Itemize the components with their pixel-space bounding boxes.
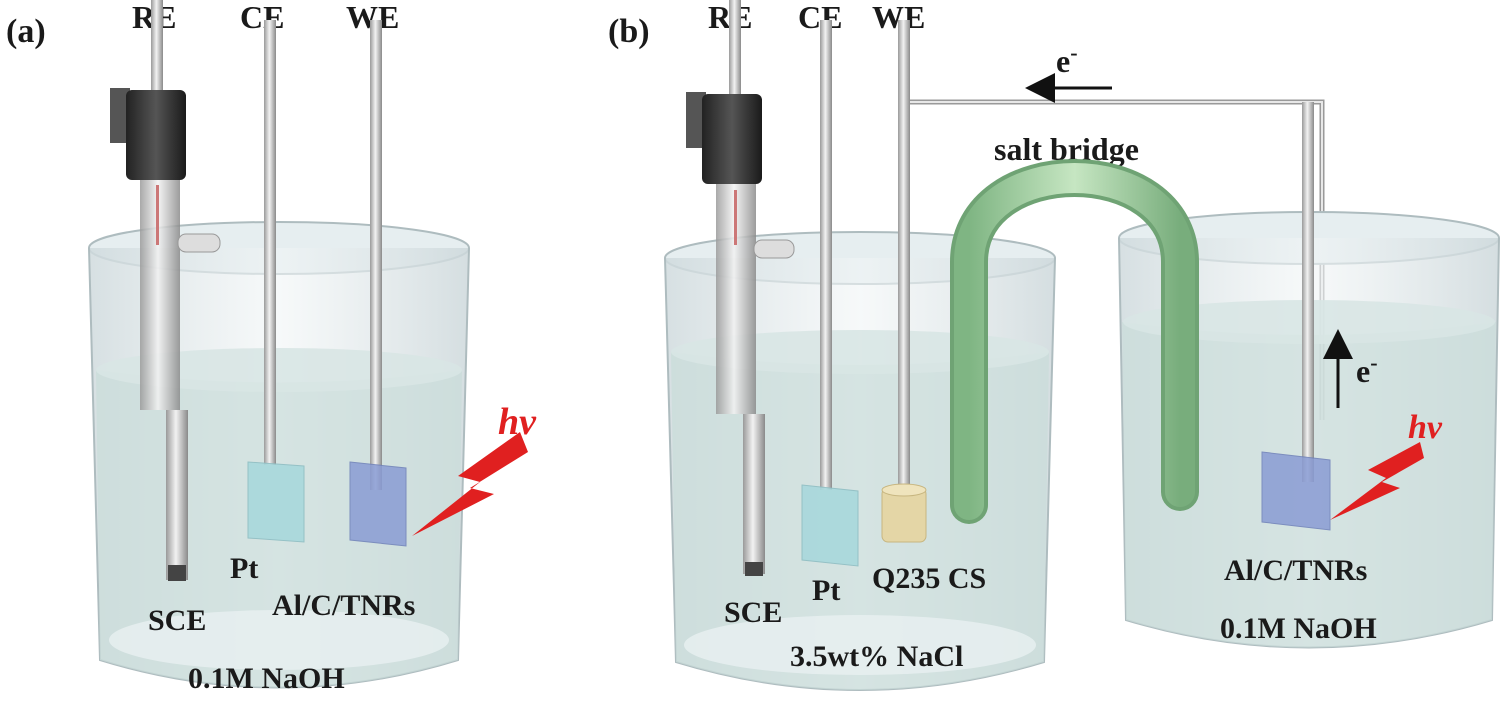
panel-b-steel-label: Q235 CS xyxy=(872,562,986,595)
panel-b-left-electrolyte-label: 3.5wt% NaCl xyxy=(790,640,963,673)
panel-b-steel-electrode xyxy=(881,20,927,543)
panel-b-sample-electrode xyxy=(1261,102,1331,531)
panel-b-electron-label-side: e- xyxy=(1356,350,1378,389)
panel-b-pt-electrode xyxy=(801,20,859,567)
panel-a-pt-label: Pt xyxy=(230,552,258,585)
panel-b-right-electrolyte-label: 0.1M NaOH xyxy=(1220,612,1377,645)
panel-a-working-electrode xyxy=(349,20,407,547)
panel-b-light-bolt-icon xyxy=(1330,442,1424,520)
panel-a-light-bolt-icon xyxy=(412,432,528,536)
panel-b-pt-label: Pt xyxy=(812,574,840,607)
panel-a-tag: (a) xyxy=(6,13,46,50)
panel-a-sce-electrode xyxy=(110,0,221,581)
panel-b-hv-label: hv xyxy=(1408,409,1443,446)
panel-b-sce-label: SCE xyxy=(724,596,782,629)
panel-a-electrolyte-label: 0.1M NaOH xyxy=(188,662,345,695)
panel-a-sample-label: Al/C/TNRs xyxy=(272,589,415,622)
panel-b-sample-label: Al/C/TNRs xyxy=(1224,554,1367,587)
panel-b: (b) RE CE WE e- salt bridge xyxy=(608,0,1500,691)
panel-a-sce-label: SCE xyxy=(148,604,206,637)
panel-a-ce-label: CE xyxy=(240,0,284,35)
panel-b-tag: (b) xyxy=(608,13,650,50)
panel-b-sce-electrode xyxy=(686,0,795,576)
panel-b-electron-label-top: e- xyxy=(1056,40,1078,79)
panel-a-hv-label: hv xyxy=(498,401,537,443)
panel-a-pt-electrode xyxy=(247,20,305,543)
panel-a: (a) RE CE WE xyxy=(6,0,537,695)
